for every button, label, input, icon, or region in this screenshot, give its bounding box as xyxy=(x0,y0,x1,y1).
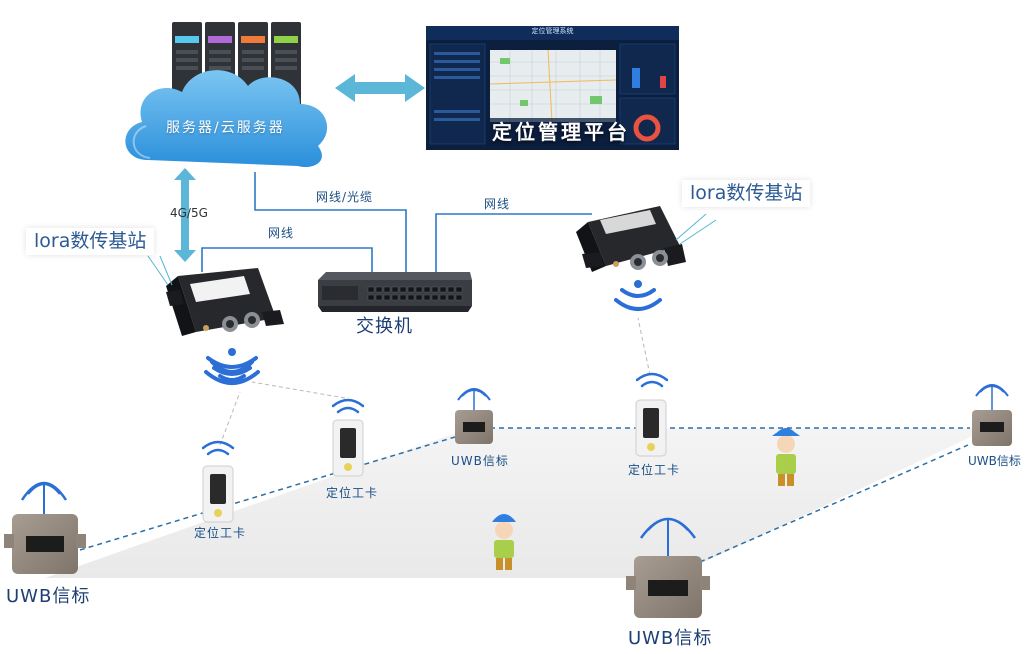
cloud-icon xyxy=(125,70,328,168)
tag-card-1 xyxy=(202,465,234,523)
signal-dot xyxy=(634,280,642,288)
worker-icon xyxy=(492,514,516,570)
uwb-beacon-mid xyxy=(455,388,493,444)
uwb-beacon-left-label: UWB信标 xyxy=(6,586,91,607)
tag-card-2 xyxy=(332,419,364,477)
platform-label: 定位管理平台 xyxy=(492,120,630,144)
uwb-beacon-left xyxy=(4,481,86,574)
signal-dot xyxy=(228,348,236,356)
cloud-server-label: 服务器/云服务器 xyxy=(166,120,285,136)
uwb-links xyxy=(79,427,970,563)
lora-base-left-label: lora数传基站 xyxy=(26,228,155,255)
lora-base-right xyxy=(576,206,717,272)
uwb-beacon-right-label: UWB信标 xyxy=(968,454,1021,468)
uwb-beacon-mid-label: UWB信标 xyxy=(451,454,509,468)
signal-icon-base-right xyxy=(614,288,662,311)
tag-card-3-label: 定位工卡 xyxy=(628,463,681,477)
cable-right-label: 网线 xyxy=(484,197,511,211)
cable-fiber-label: 网线/光缆 xyxy=(316,190,374,204)
lora-base-right-label: lora数传基站 xyxy=(682,180,811,207)
coverage-floor xyxy=(45,428,990,578)
uwb-beacon-right xyxy=(972,384,1012,446)
signal-icon-tag-2 xyxy=(331,398,365,414)
signal-icon-base-left xyxy=(204,360,260,385)
lora-base-left xyxy=(147,255,284,336)
uplink-label: 4G/5G xyxy=(170,206,208,220)
switch-device xyxy=(318,272,472,312)
bidirectional-arrow xyxy=(335,74,425,102)
signal-icon-tag-1 xyxy=(201,440,235,456)
uplink-arrow xyxy=(174,168,196,262)
tag-card-3 xyxy=(635,399,667,457)
platform-header: 定位管理系统 xyxy=(531,27,574,35)
uwb-beacon-bottom xyxy=(626,517,710,618)
switch-label: 交换机 xyxy=(356,316,413,337)
platform-screen xyxy=(426,26,679,150)
signal-icon-tag-3 xyxy=(635,372,669,388)
worker-icon xyxy=(772,428,800,486)
cable-left-label: 网线 xyxy=(268,226,295,240)
uwb-beacon-bottom-label: UWB信标 xyxy=(628,628,713,649)
tag-card-1-label: 定位工卡 xyxy=(194,526,247,540)
signal-links xyxy=(219,317,651,446)
tag-card-2-label: 定位工卡 xyxy=(326,486,379,500)
